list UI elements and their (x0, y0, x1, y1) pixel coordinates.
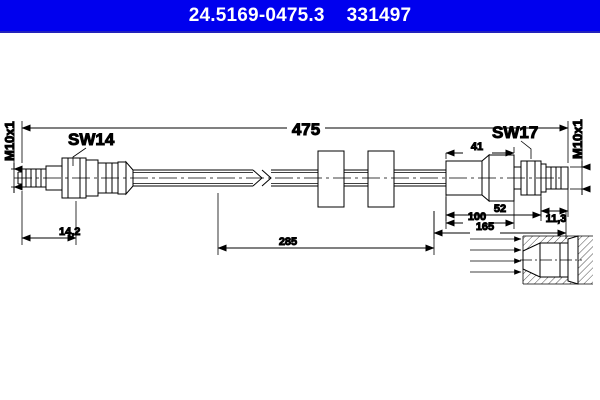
dim-475-label: 475 (292, 120, 320, 139)
bracket-clip-2 (367, 150, 395, 208)
drawing-svg: M10x1 SW14 14,2 475 (2, 119, 593, 285)
dim-right-thread (570, 131, 591, 195)
dim-41-label: 41 (471, 141, 483, 153)
detail-section-view (520, 235, 593, 285)
dim-165 (433, 211, 567, 239)
bracket-clip-1 (317, 150, 345, 208)
right-thread-label: M10x1 (570, 119, 585, 159)
dim-left-thread (11, 131, 24, 193)
hose-left-segment (133, 169, 253, 187)
dim-52-label: 52 (494, 203, 506, 215)
detail-leader-lines (470, 236, 524, 284)
hose-between-brackets (344, 169, 368, 187)
dim-285-label: 285 (279, 236, 297, 248)
dim-475 (21, 121, 569, 163)
header-bar: 24.5169-0475.3 331497 (0, 0, 600, 31)
dim-100-label: 100 (468, 211, 486, 223)
reference-number: 331497 (346, 4, 412, 26)
dim-14-2 (21, 191, 77, 245)
header-underline (0, 31, 600, 33)
dim-165-label: 165 (476, 221, 494, 233)
dim-11-3 (540, 189, 569, 217)
left-wrench-label: SW14 (68, 130, 115, 149)
dim-41 (445, 147, 515, 159)
dim-11-3-label: 11,3 (546, 213, 567, 225)
sw14-leader (72, 147, 87, 166)
dim-14-2-label: 14,2 (59, 226, 80, 238)
hose-right-tail (394, 169, 446, 187)
hose-right-segment (271, 169, 318, 187)
right-wrench-label: SW17 (492, 123, 538, 142)
technical-drawing: M10x1 SW14 14,2 475 (0, 33, 600, 400)
left-thread-label: M10x1 (2, 121, 17, 161)
dim-285 (217, 193, 435, 255)
part-number: 24.5169-0475.3 (188, 4, 325, 26)
sw17-leader (520, 140, 532, 159)
left-end-fitting (17, 157, 134, 199)
break-symbol (252, 169, 272, 187)
